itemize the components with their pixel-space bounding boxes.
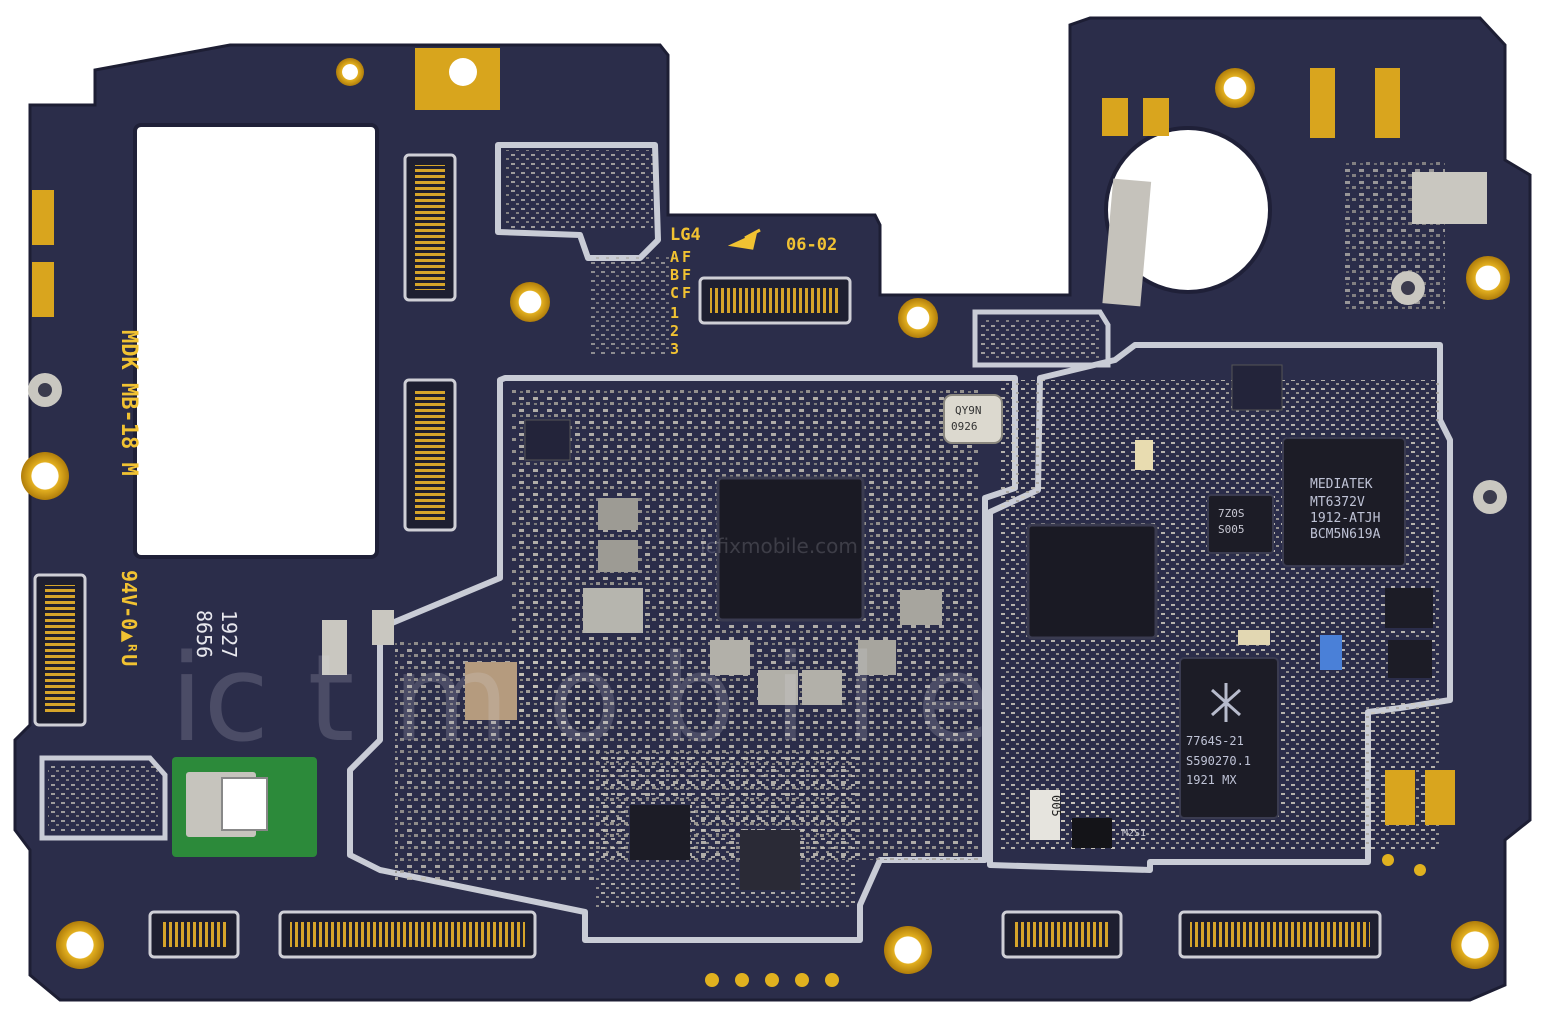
silk-rev-f3: F — [682, 284, 691, 302]
watermark-brand: ic t m o b i l e — [170, 630, 990, 769]
board-cutout — [133, 123, 379, 559]
watermark-url: icfixmobile.com — [700, 534, 858, 558]
mediatek-line2: MT6372V — [1310, 495, 1365, 510]
silk-rev-f1: F — [682, 248, 691, 266]
crystal-line2: 0926 — [951, 420, 978, 433]
rf-logo-icon — [1211, 683, 1241, 722]
modem-chip — [1026, 523, 1158, 640]
small-chip — [1207, 494, 1274, 554]
camera-hole — [1104, 126, 1272, 294]
rf-line3: 1921 MX — [1186, 773, 1237, 787]
silk-rev-2: 2 — [670, 322, 679, 340]
mediatek-line4: BCM5N619A — [1310, 527, 1381, 542]
silk-rev-f2: F — [682, 266, 691, 284]
label-005: 005 — [1049, 795, 1063, 817]
soc-chip — [716, 476, 865, 622]
silk-rev-a: A — [670, 248, 679, 266]
rf-chip — [1179, 657, 1279, 819]
crystal — [943, 394, 1003, 444]
silk-rev-1: 1 — [670, 304, 679, 322]
silk-logo-icon — [727, 228, 761, 250]
silk-rev-b: B — [670, 266, 679, 284]
mediatek-line1: MEDIATEK — [1310, 477, 1373, 492]
crystal-line1: QY9N — [955, 404, 982, 417]
label-m2s: M2S1 — [1122, 828, 1146, 839]
silk-lg4: LG4 — [670, 225, 701, 245]
silk-rev-c: C — [670, 284, 679, 302]
silk-date2: 8656 — [192, 610, 216, 658]
silk-rev-date: 06-02 — [786, 235, 837, 255]
rf-line2: S590270.1 — [1186, 754, 1251, 768]
silk-model: MDK MB-18 M — [116, 330, 141, 476]
mediatek-chip — [1282, 437, 1406, 567]
shield-bottom-left — [39, 755, 168, 841]
silk-date1: 1927 — [217, 610, 241, 658]
small-chip-line2: S005 — [1218, 523, 1245, 536]
coax-connectors — [28, 271, 1507, 514]
silk-rev-3: 3 — [670, 340, 679, 358]
mediatek-line3: 1912-ATJH — [1310, 511, 1380, 526]
small-chip-line1: 7Z0S — [1218, 507, 1245, 520]
silk-rating: 94V-0▲ᴿU — [117, 570, 141, 666]
shield-left — [347, 375, 1018, 943]
rf-line1: 7764S-21 — [1186, 734, 1244, 748]
shield-small — [972, 309, 1111, 368]
